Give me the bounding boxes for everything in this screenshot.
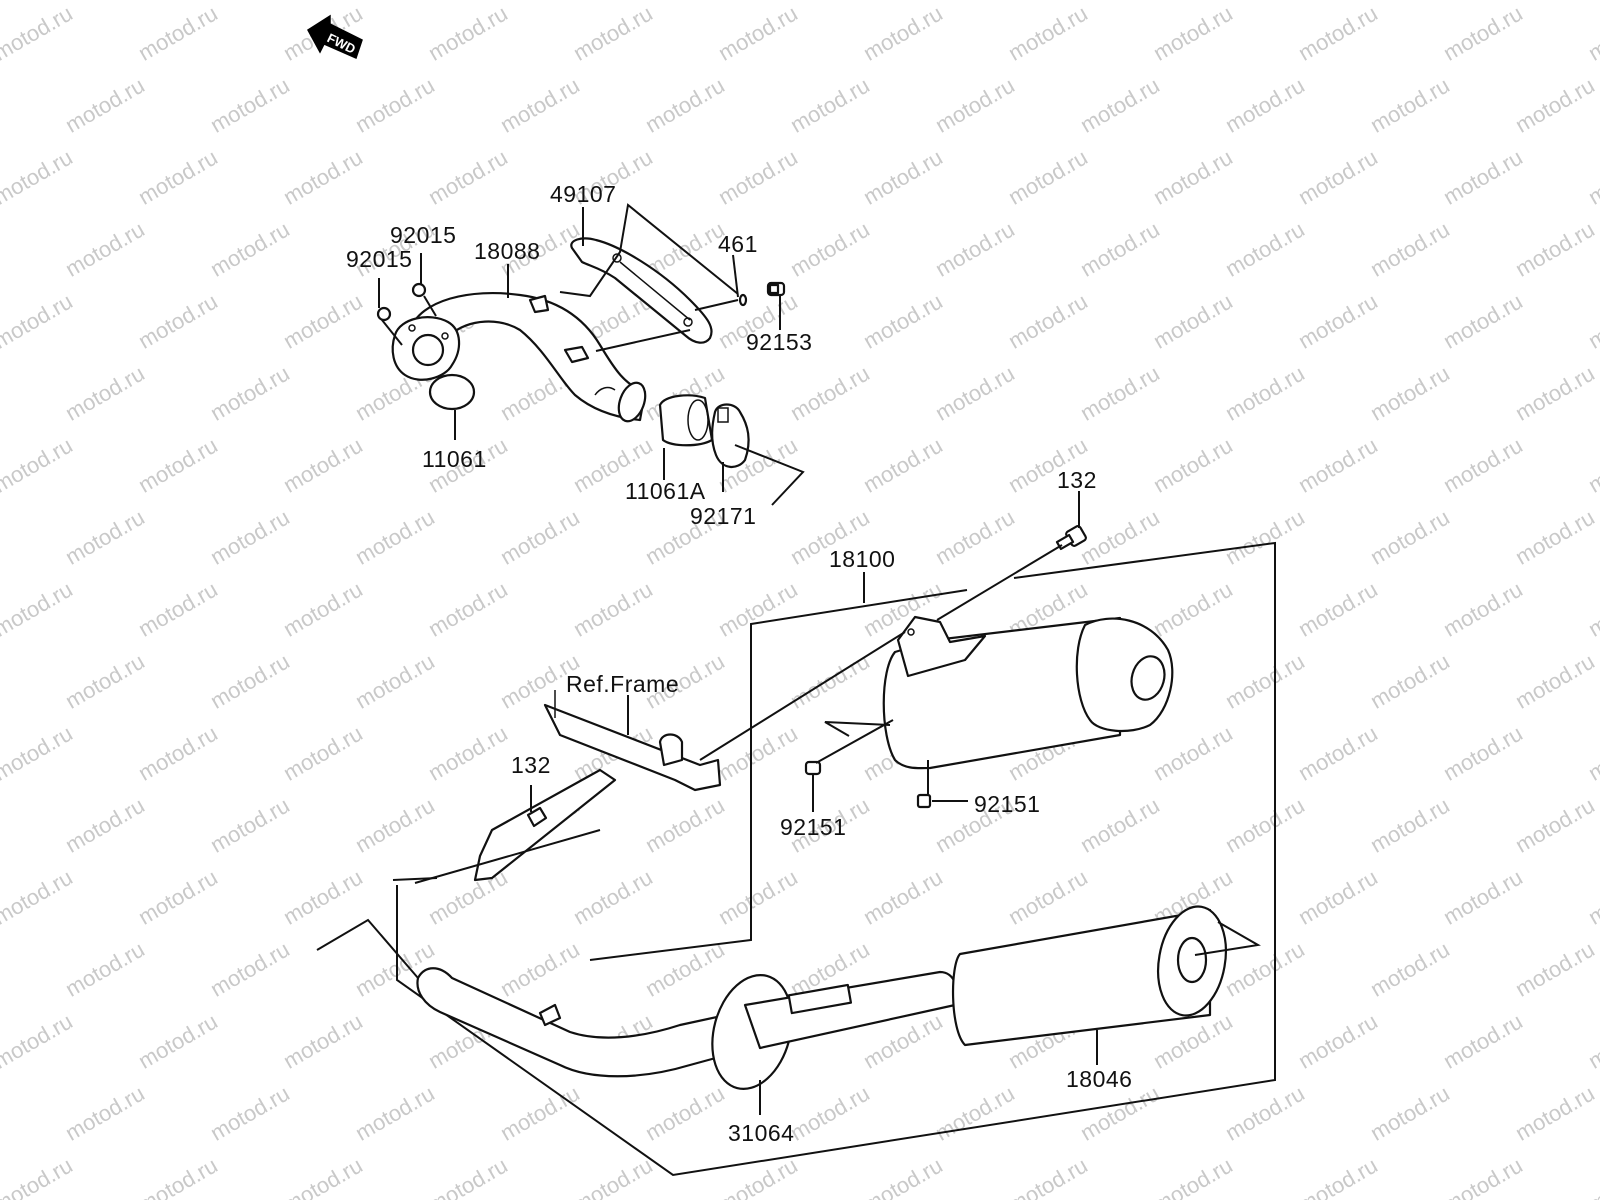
leader-lines-upper (378, 203, 805, 506)
label-461: 461 (718, 231, 758, 257)
label-92151-left: 92151 (780, 814, 847, 840)
bolt-92153 (766, 281, 786, 297)
fwd-text: FWD (325, 30, 358, 56)
label-92015-a: 92015 (346, 246, 413, 272)
muffler-18100 (882, 615, 1174, 770)
bolt-92151-right (916, 793, 932, 809)
label-132-top: 132 (1057, 467, 1097, 493)
label-11061: 11061 (422, 446, 487, 472)
muffler-lower (416, 905, 1227, 1090)
label-11061A: 11061A (625, 478, 706, 504)
assembly-box-18100 (396, 541, 1276, 1177)
heat-guard-49107 (570, 237, 713, 344)
label-31064: 31064 (728, 1120, 795, 1146)
label-18046: 18046 (1066, 1066, 1133, 1092)
bolt-132-top (1055, 525, 1087, 551)
clamp-92171 (711, 403, 750, 468)
header-pipe-18088 (391, 291, 647, 423)
fwd-badge: FWD (307, 14, 363, 60)
label-ref-frame: Ref.Frame (566, 671, 680, 697)
label-49107: 49107 (550, 181, 617, 207)
nut-92015-b (411, 282, 427, 298)
washer-461 (738, 293, 748, 307)
nut-92015-a (376, 306, 392, 322)
label-92153: 92153 (746, 329, 813, 355)
ref-frame (473, 690, 722, 882)
label-92151-right: 92151 (974, 791, 1041, 817)
gasket-11061 (428, 373, 476, 411)
bolt-92151-left (804, 760, 822, 776)
sleeve-11061A (658, 394, 714, 447)
label-132-frame: 132 (511, 752, 551, 778)
label-92171: 92171 (690, 503, 757, 529)
label-18100: 18100 (829, 546, 896, 572)
label-92015-b: 92015 (390, 222, 457, 248)
label-18088: 18088 (474, 238, 541, 264)
